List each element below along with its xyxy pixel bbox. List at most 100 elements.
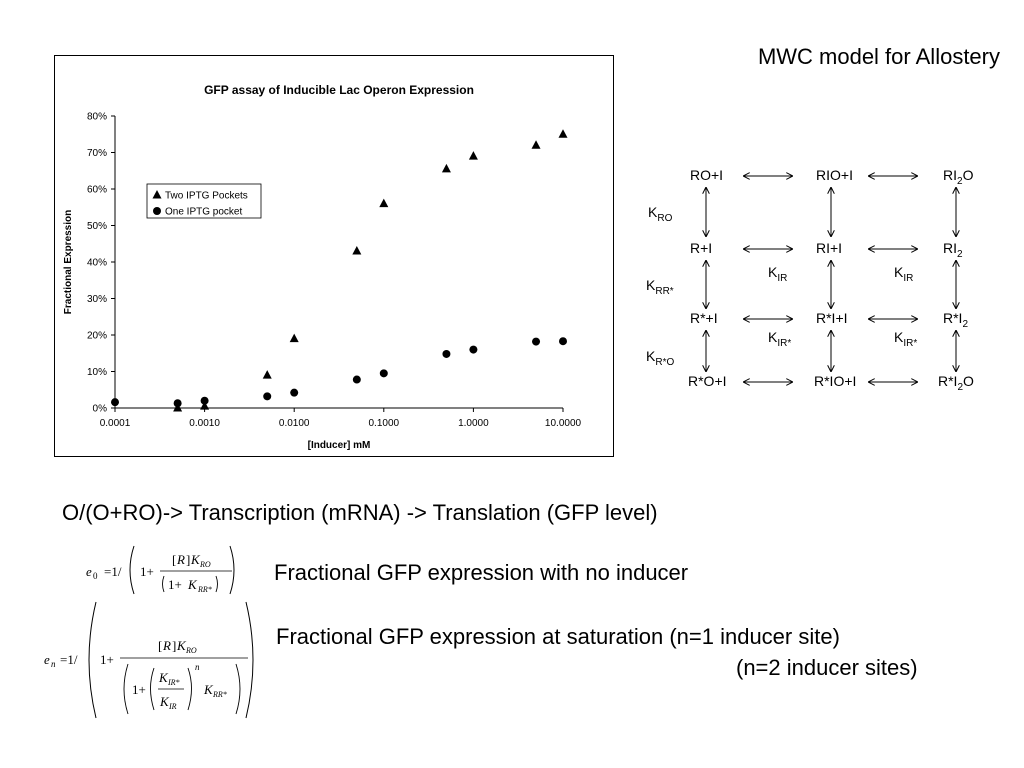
- svg-text:1+: 1+: [100, 652, 114, 667]
- slide-title: MWC model for Allostery: [757, 44, 1000, 69]
- svg-text:1+: 1+: [132, 682, 146, 697]
- saturation-text-n1: Fractional GFP expression at saturation …: [276, 624, 840, 649]
- data-point-one-pocket: [559, 337, 567, 346]
- data-point-one-pocket: [200, 396, 209, 405]
- svg-text:[: [: [172, 552, 176, 567]
- svg-text:R: R: [176, 552, 185, 567]
- svg-text:1+: 1+: [168, 577, 182, 592]
- data-point-one-pocket: [111, 398, 119, 407]
- x-tick-label: 0.0010: [189, 418, 220, 429]
- mwc-diagram: RO+I RIO+I RI2O R+I RI+I RI2 R*+I R*I+I …: [640, 160, 1024, 410]
- k-ir-label-1: KIR: [768, 264, 788, 284]
- data-point-one-pocket: [379, 369, 388, 378]
- k-irs-label-1: KIR*: [768, 329, 792, 349]
- y-tick-label: 80%: [87, 112, 107, 123]
- y-tick-label: 40%: [87, 258, 107, 269]
- data-point-two-pockets: [468, 151, 478, 160]
- data-point-one-pocket: [290, 388, 299, 397]
- data-point-one-pocket: [352, 375, 361, 384]
- node-rsio-i: R*IO+I: [814, 373, 857, 389]
- svg-text:RR*: RR*: [197, 585, 212, 594]
- svg-text:RR*: RR*: [212, 690, 227, 699]
- svg-text:K: K: [159, 694, 170, 709]
- node-rsi2o: R*I2O: [938, 373, 974, 393]
- legend-marker: [152, 190, 162, 199]
- x-axis-label: [Inducer] mM: [308, 440, 371, 451]
- svg-text:K: K: [190, 552, 201, 567]
- transcription-line: O/(O+RO)-> Transcription (mRNA) -> Trans…: [62, 500, 658, 525]
- data-point-one-pocket: [442, 349, 451, 358]
- data-point-two-pockets: [379, 198, 389, 208]
- y-tick-label: 30%: [87, 294, 107, 305]
- svg-text:K: K: [176, 638, 187, 653]
- svg-text:RO: RO: [199, 560, 211, 569]
- node-ri2: RI2: [943, 240, 963, 260]
- svg-text:K: K: [203, 682, 214, 697]
- y-tick-label: 0%: [93, 404, 108, 415]
- data-point-two-pockets: [200, 401, 210, 410]
- x-tick-label: 0.1000: [369, 418, 400, 429]
- data-point-one-pocket: [173, 399, 182, 408]
- data-point-two-pockets: [262, 370, 272, 379]
- node-rs-i: R*+I: [690, 310, 718, 326]
- data-point-one-pocket: [263, 392, 272, 401]
- y-tick-label: 60%: [87, 185, 107, 196]
- svg-text:n: n: [51, 659, 56, 669]
- data-point-two-pockets: [289, 333, 299, 343]
- node-ri2o: RI2O: [943, 167, 974, 187]
- data-point-two-pockets: [531, 140, 541, 149]
- y-tick-label: 10%: [87, 367, 107, 378]
- legend-label: Two IPTG Pockets: [165, 191, 248, 202]
- legend-marker: [153, 207, 161, 215]
- node-rsi-i: R*I+I: [816, 310, 848, 326]
- svg-text:]: ]: [172, 638, 176, 653]
- node-rio-i: RIO+I: [816, 167, 853, 183]
- legend-label: One IPTG pocket: [165, 207, 242, 218]
- svg-text:=1/: =1/: [104, 564, 122, 579]
- svg-text:K: K: [158, 670, 169, 685]
- svg-text:n: n: [195, 662, 200, 672]
- k-ro-label: KRO: [648, 204, 673, 224]
- node-ri-i: RI+I: [816, 240, 843, 256]
- svg-text:IR: IR: [168, 702, 177, 711]
- k-rso-label: KR*O: [646, 348, 675, 368]
- y-axis-label: Fractional Expression: [63, 210, 74, 314]
- y-tick-label: 50%: [87, 221, 107, 232]
- k-irs-label-2: KIR*: [894, 329, 918, 349]
- gfp-scatter-chart: GFP assay of Inducible Lac Operon Expres…: [63, 83, 582, 451]
- svg-text:=1/: =1/: [60, 652, 78, 667]
- y-tick-label: 20%: [87, 331, 107, 342]
- svg-text:0: 0: [93, 571, 98, 581]
- node-rso-i: R*O+I: [688, 373, 727, 389]
- y-tick-label: 70%: [87, 148, 107, 159]
- k-rrs-label: KRR*: [646, 277, 674, 297]
- svg-text:[: [: [158, 638, 162, 653]
- x-tick-label: 1.0000: [458, 418, 489, 429]
- svg-text:]: ]: [186, 552, 190, 567]
- legend-box: [146, 183, 262, 219]
- svg-text:e: e: [44, 652, 50, 667]
- node-r-i: R+I: [690, 240, 713, 256]
- no-inducer-text: Fractional GFP expression with no induce…: [274, 560, 689, 585]
- chart-frame: GFP assay of Inducible Lac Operon Expres…: [54, 55, 614, 457]
- data-point-one-pocket: [532, 337, 541, 346]
- x-tick-label: 0.0001: [100, 418, 131, 429]
- data-point-two-pockets: [441, 163, 451, 173]
- data-point-one-pocket: [469, 345, 478, 354]
- svg-text:1+: 1+: [140, 564, 154, 579]
- data-point-two-pockets: [558, 129, 568, 138]
- node-ro-i: RO+I: [690, 167, 724, 183]
- x-tick-label: 0.0100: [279, 418, 310, 429]
- svg-text:K: K: [187, 577, 198, 592]
- data-point-two-pockets: [352, 246, 362, 255]
- svg-text:e: e: [86, 564, 92, 579]
- mwc-arrows: [640, 160, 1024, 410]
- svg-text:R: R: [162, 638, 171, 653]
- chart-title: GFP assay of Inducible Lac Operon Expres…: [204, 83, 474, 97]
- k-ir-label-2: KIR: [894, 264, 914, 284]
- x-tick-label: 10.0000: [545, 418, 582, 429]
- saturation-text-n2: (n=2 inducer sites): [736, 655, 918, 680]
- svg-text:RO: RO: [185, 646, 197, 655]
